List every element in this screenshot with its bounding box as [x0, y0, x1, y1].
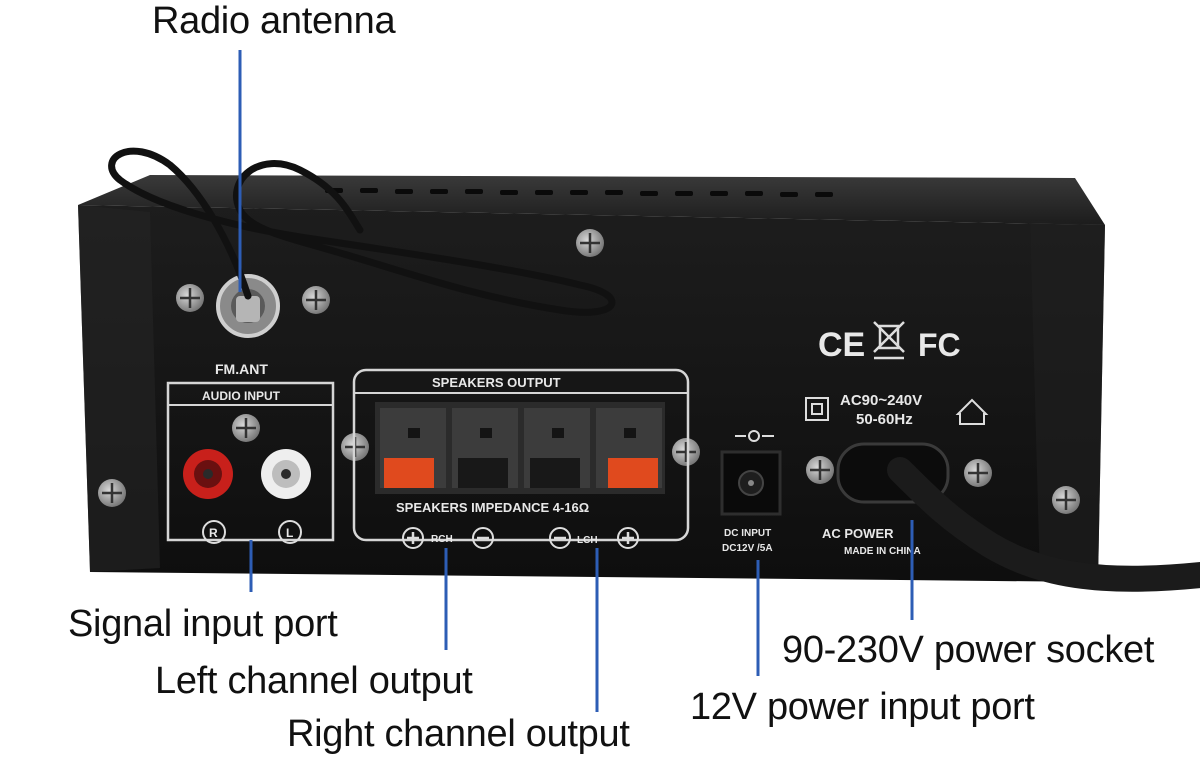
rch-label: RCH — [431, 534, 453, 545]
dc-polarity-icon — [735, 430, 774, 442]
double-square-icon — [805, 397, 829, 421]
audio-input-panel — [166, 381, 335, 544]
lch-label: LCH — [577, 535, 598, 546]
house-icon — [955, 398, 989, 425]
callout-power-socket: 90-230V power socket — [782, 629, 1155, 671]
speaker-clip-right-plus[interactable] — [384, 458, 434, 488]
audio-input-label: AUDIO INPUT — [202, 389, 281, 403]
made-in-label: MADE IN CHINA — [844, 546, 921, 557]
callout-radio-antenna: Radio antenna — [152, 0, 396, 42]
speaker-clip-left-plus[interactable] — [608, 458, 658, 488]
speaker-clip-right-minus[interactable] — [458, 458, 508, 488]
dc-rating-label: DC12V /5A — [722, 543, 773, 554]
panel-screws — [98, 229, 1080, 514]
speaker-clip-left-minus[interactable] — [530, 458, 580, 488]
ac-power-cable — [887, 457, 1200, 592]
callout-dc-input-port: 12V power input port — [690, 686, 1035, 728]
ce-mark: CE — [818, 326, 865, 364]
ac-range-label: AC90~240V — [840, 392, 922, 409]
dc-input-label: DC INPUT — [724, 528, 771, 539]
speakers-output-label: SPEAKERS OUTPUT — [432, 375, 561, 390]
weee-bin-icon — [873, 321, 905, 360]
dc-input-jack[interactable] — [720, 450, 782, 516]
ac-freq-label: 50-60Hz — [856, 411, 913, 428]
rca-l-label: L — [286, 526, 293, 540]
fm-ant-label: FM.ANT — [215, 361, 268, 377]
callout-leader-lines — [238, 50, 914, 712]
rca-r-label: R — [209, 526, 218, 540]
antenna-cable — [108, 147, 616, 316]
speakers-output-panel — [352, 368, 690, 549]
chassis-top — [78, 175, 1105, 225]
callout-signal-input: Signal input port — [68, 603, 338, 645]
ac-power-label: AC POWER — [822, 526, 894, 541]
callout-left-channel: Left channel output — [155, 660, 473, 702]
speakers-impedance-label: SPEAKERS IMPEDANCE 4-16Ω — [396, 500, 589, 515]
callout-right-channel: Right channel output — [287, 713, 630, 755]
fm-antenna-connector[interactable] — [216, 274, 280, 338]
fc-mark: FC — [918, 327, 961, 363]
